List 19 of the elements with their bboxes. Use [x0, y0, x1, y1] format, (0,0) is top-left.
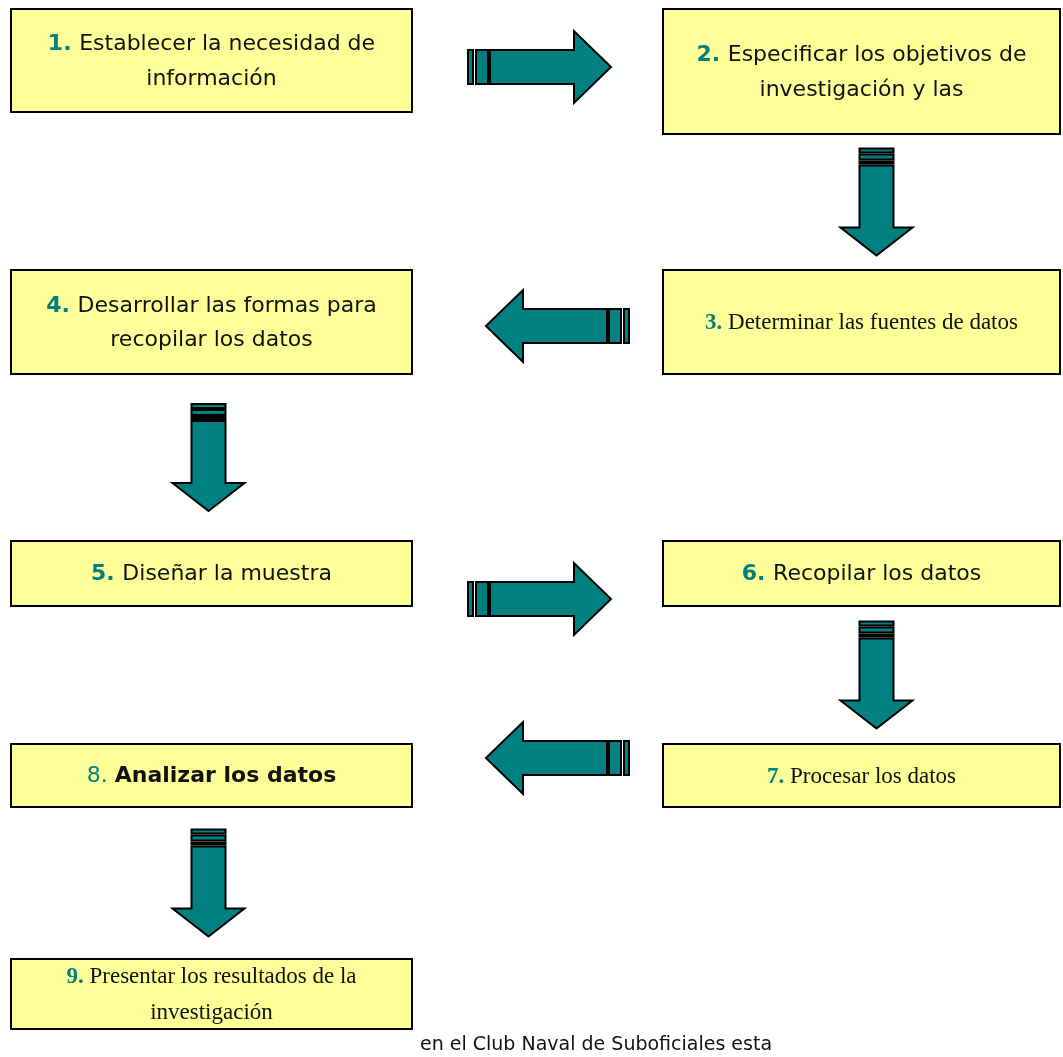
process-box	[662, 540, 1061, 607]
process-box	[662, 743, 1061, 808]
note-text: en el Club Naval de Suboficiales esta	[420, 1032, 773, 1054]
process-box	[10, 540, 413, 607]
step-text: 8. Analizar los datos	[86, 761, 337, 790]
process-box	[10, 743, 413, 808]
process-box	[662, 8, 1061, 135]
process-box	[10, 269, 413, 375]
process-box	[662, 269, 1061, 375]
step-text: 4. Desarrollar las formas para recopilar los datos	[45, 290, 378, 353]
step-text: 6. Recopilar los datos	[741, 559, 982, 588]
step-text: 1. Establecer la necesidad de información	[46, 29, 377, 92]
step-text: 5. Diseñar la muestra	[91, 559, 332, 588]
step-text: 3. Determinar las fuentes de datos	[705, 308, 1018, 337]
process-box	[10, 8, 413, 113]
process-box	[10, 958, 413, 1030]
step-text: 2. Especificar los objetivos de investigación y las	[695, 40, 1028, 103]
step-text: 9. Presentar los resultados de la investigación	[65, 962, 358, 1026]
step-text: 7. Procesar los datos	[766, 761, 957, 790]
